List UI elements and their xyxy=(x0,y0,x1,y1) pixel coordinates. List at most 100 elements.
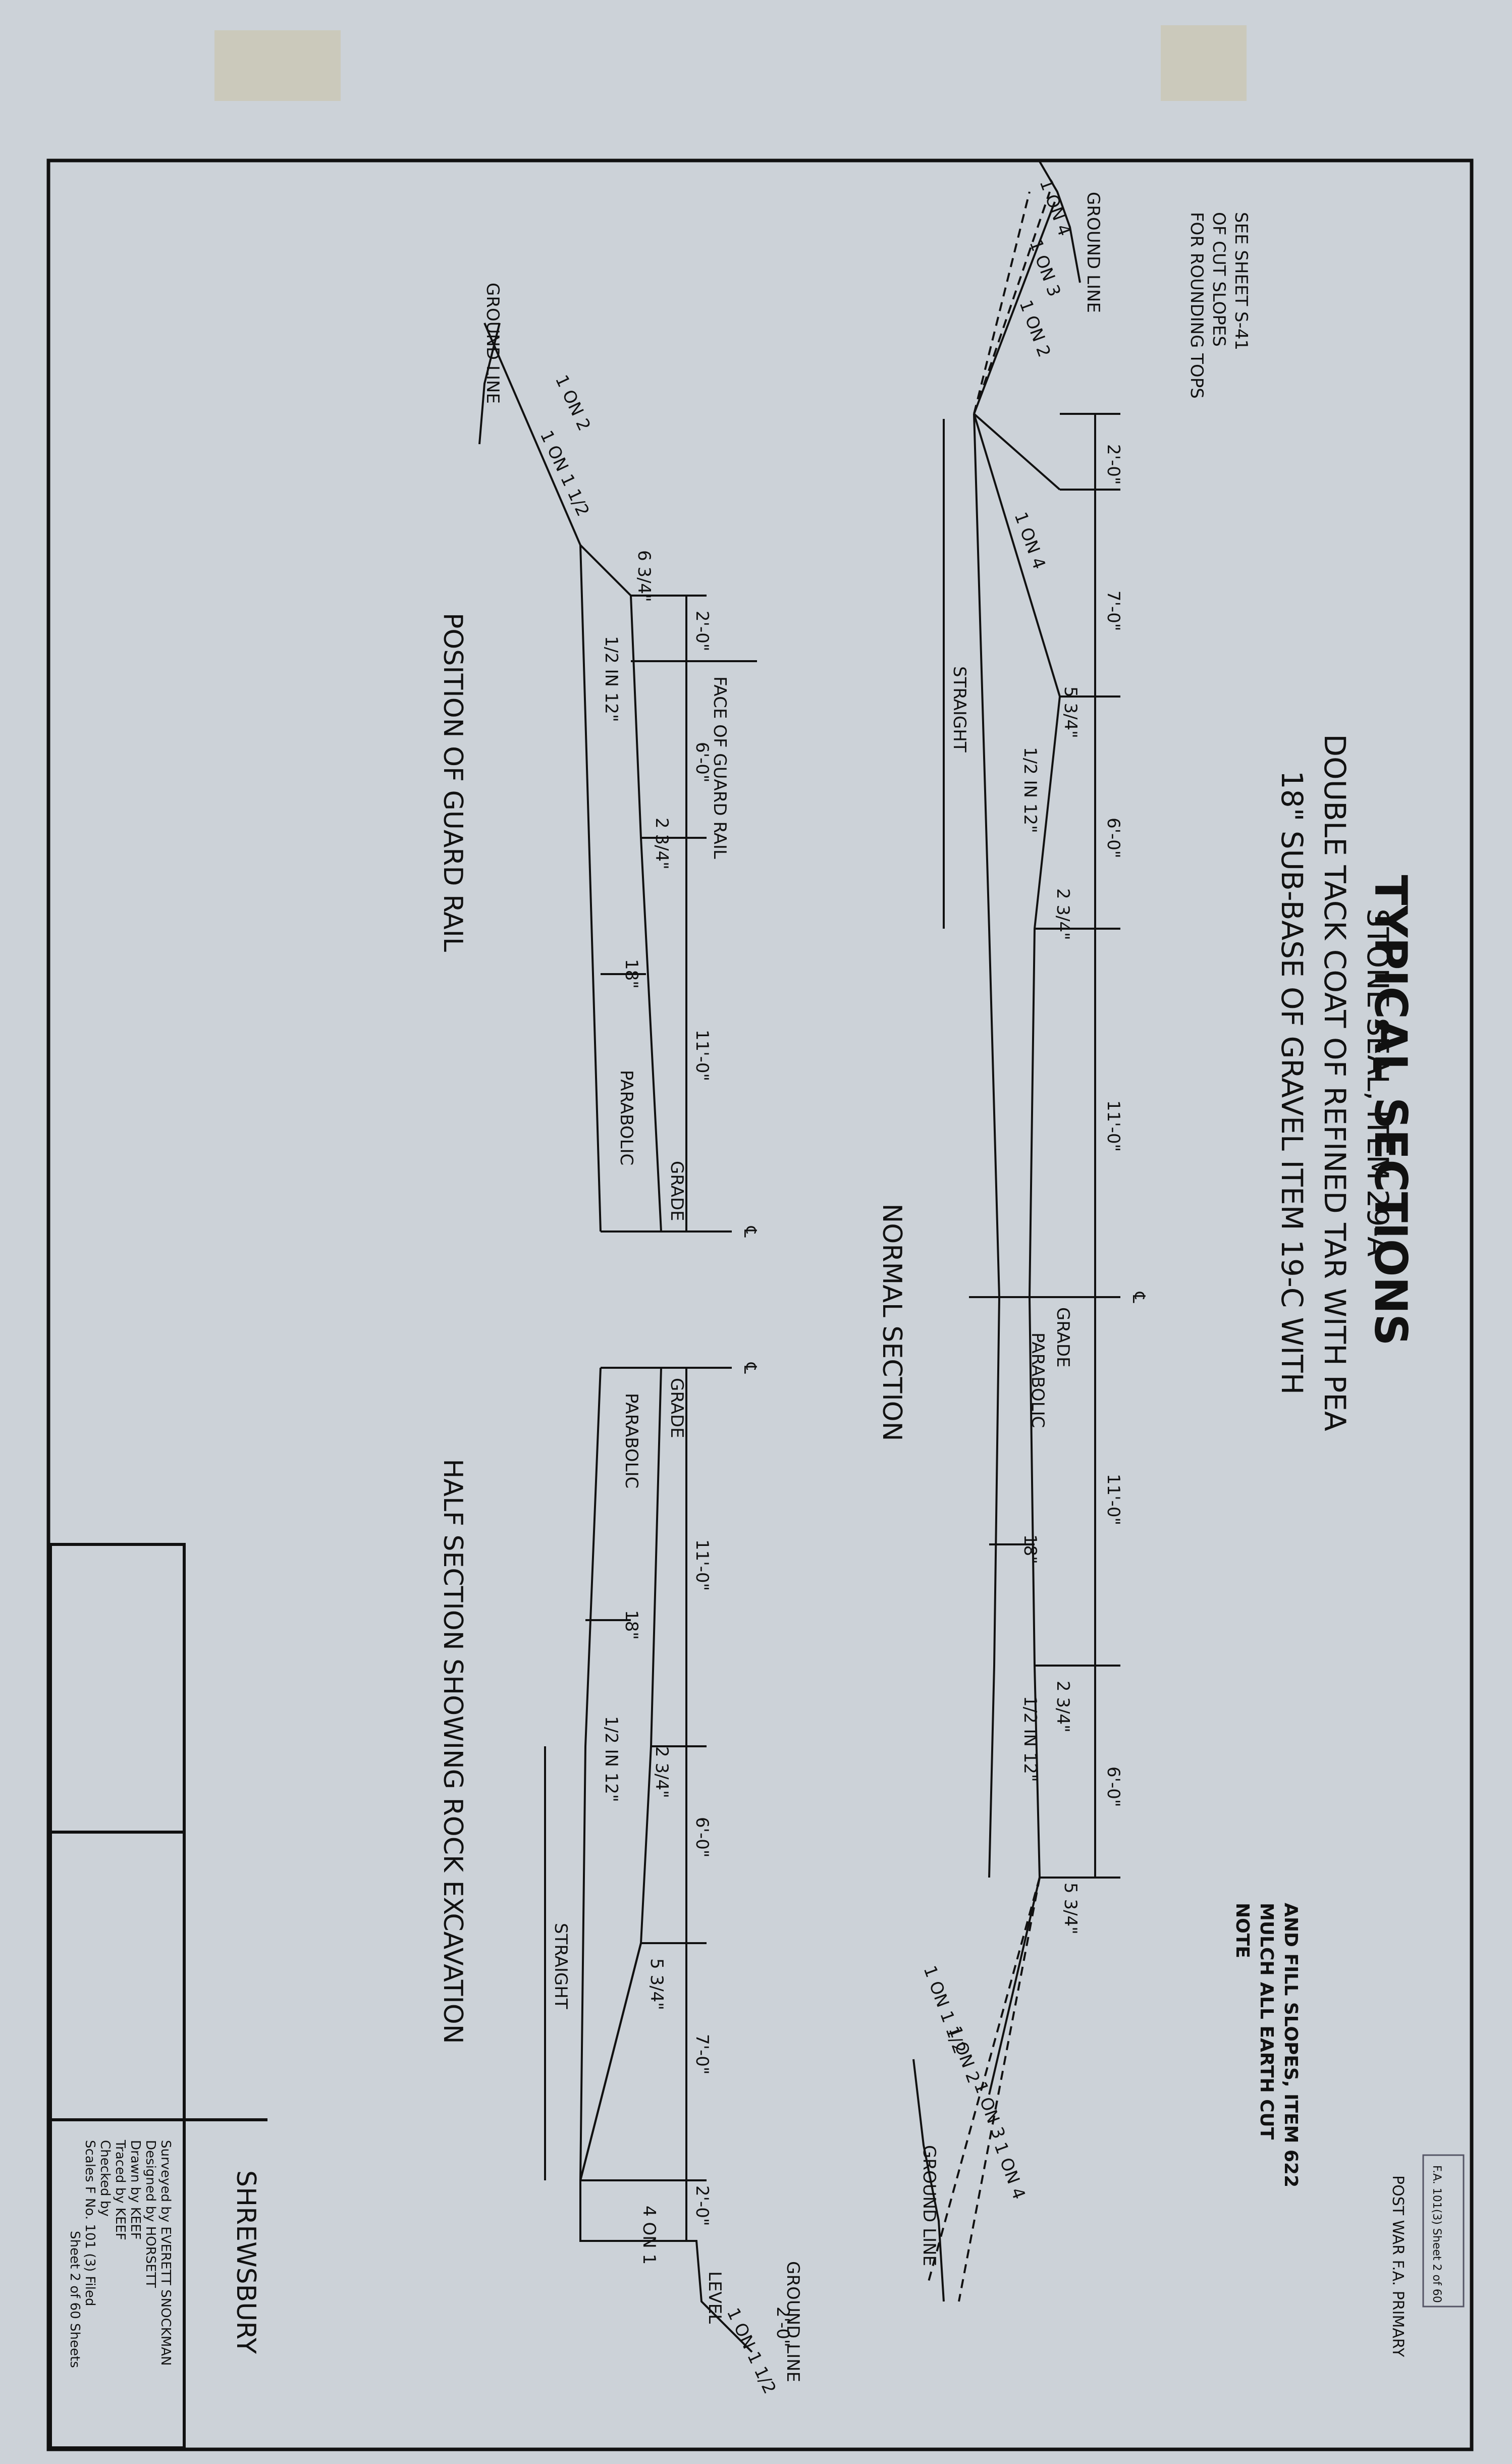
sheet-count: Sheet 2 of 60 Sheets xyxy=(67,2231,82,2368)
tape-mark xyxy=(214,30,341,101)
parabolic-label: PARABOLIC xyxy=(1028,1332,1048,1428)
rounding-note-line-2: OF CUT SLOPES xyxy=(1209,212,1229,347)
ground-line-label: GROUND LINE xyxy=(783,2261,803,2382)
dim-11ft: 11'-0" xyxy=(1103,1474,1123,1525)
rock-base-line xyxy=(579,1367,602,2181)
normal-top-surface xyxy=(973,413,1061,1878)
curb-label: 2 3/4" xyxy=(652,818,672,870)
dim-2ft: 2'-0" xyxy=(1103,444,1123,485)
rock-section-title: HALF SECTION SHOWING ROCK EXCAVATION xyxy=(438,1459,468,2044)
guard-rail-section-title: POSITION OF GUARD RAIL xyxy=(438,613,468,952)
rounding-note-line-3: SEE SHEET S-41 xyxy=(1231,212,1251,350)
curb-label: 2 3/4" xyxy=(1053,888,1073,940)
crown-label: 1/2 IN 12" xyxy=(601,1716,621,1802)
slope-label-1on2: 1 ON 2 xyxy=(551,372,595,434)
normal-cut-slope xyxy=(973,201,1056,414)
depth-label: 18" xyxy=(1020,1534,1040,1564)
dim-7ft: 7'-0" xyxy=(692,2034,712,2075)
rounding-note-line-1: FOR ROUNDING TOPS xyxy=(1186,212,1207,399)
slope-label-1on4: 1 ON 4 xyxy=(990,2139,1030,2202)
title-block-frame xyxy=(49,1543,186,2449)
normal-ground-line-left xyxy=(1039,160,1081,283)
slope-label-1on3: 1 ON 3 xyxy=(1025,237,1065,299)
face-of-guard-rail-label: FACE OF GUARD RAIL xyxy=(710,676,730,859)
drawn-by: Drawn by KEEF xyxy=(128,2140,143,2240)
dim-2ft: 2'-0" xyxy=(692,611,712,652)
normal-cut-slope-dashed xyxy=(973,191,1031,414)
normal-fill-slope-dashed xyxy=(928,1877,1041,2282)
drawing-title: TYPICAL SECTIONS xyxy=(1365,875,1417,1346)
title-block-text: SHREWSBURY Surveyed by EVERETT SNOCKMAN … xyxy=(67,2139,261,2368)
dim-6ft: 6'-0" xyxy=(1103,818,1123,859)
centerline-symbol: ℄ xyxy=(1128,1292,1149,1303)
spec-line-2: DOUBLE TACK COAT OF REFINED TAR WITH PEA xyxy=(1318,734,1352,1431)
stamp-frame xyxy=(1422,2154,1465,2308)
crown-label: 1/2 IN 12" xyxy=(1020,1696,1040,1782)
curb-label: 5 3/4" xyxy=(646,1958,667,2010)
parabolic-label: PARABOLIC xyxy=(616,1070,636,1165)
centerline-symbol: ℄ xyxy=(740,1362,760,1374)
note-heading: NOTE xyxy=(1232,1903,1253,1958)
depth-label: 18" xyxy=(621,959,641,989)
dim-11ft: 11'-0" xyxy=(692,1030,712,1081)
straight-label: STRAIGHT xyxy=(949,666,969,753)
dim-2ft: 2'-0" xyxy=(692,2185,712,2226)
rounding-note-group: FOR ROUNDING TOPS OF CUT SLOPES SEE SHEE… xyxy=(1186,212,1251,399)
grade-label: GRADE xyxy=(667,1161,687,1221)
slope-label-1on3: 1 ON 3 xyxy=(970,2079,1009,2141)
title-block xyxy=(49,1543,267,2449)
ground-line-label: GROUND LINE xyxy=(482,283,503,404)
note-line-1: MULCH ALL EARTH CUT xyxy=(1256,1903,1277,2140)
slope-label-4on1: 4 ON 1 xyxy=(639,2206,659,2265)
normal-base-line xyxy=(973,413,1001,1878)
surveyed-by: Surveyed by EVERETT SNOCKMAN xyxy=(158,2140,173,2366)
traced-by: Traced by KEEF xyxy=(113,2139,128,2240)
normal-section-title: NORMAL SECTION xyxy=(877,1204,907,1441)
stamp-program: POST WAR F.A. PRIMARY xyxy=(1389,2175,1407,2358)
designed-by: Designed by HORSETT xyxy=(143,2140,158,2288)
guard-rail-ground-line xyxy=(478,323,501,445)
curb-label: 6 3/4" xyxy=(634,550,654,602)
dim-6ft: 6'-0" xyxy=(692,742,712,783)
parabolic-label: PARABOLIC xyxy=(621,1393,641,1488)
dim-6ft: 6'-0" xyxy=(692,1817,712,1858)
ground-line-label: GROUND LINE xyxy=(919,2145,939,2266)
guard-rail-slope xyxy=(483,323,581,546)
straight-label: STRAIGHT xyxy=(551,1923,571,2009)
scales-and-number: Scales F No. 101 (3) Filed xyxy=(82,2140,97,2306)
spec-line-3: STONE SEAL, ITEM 29-A xyxy=(1361,908,1395,1257)
dim-6ft: 6'-0" xyxy=(1103,1766,1123,1807)
normal-fill-slope xyxy=(988,1877,1041,2095)
project-stamp: F.A. 101(3) Sheet 2 of 60 POST WAR F.A. … xyxy=(1389,2154,1465,2358)
stamp-project: F.A. 101(3) Sheet 2 of 60 xyxy=(1430,2165,1443,2303)
note-line-2: AND FILL SLOPES, ITEM 622 xyxy=(1280,1903,1301,2187)
spec-line-1: 18" SUB-BASE OF GRAVEL ITEM 19-C WITH xyxy=(1275,771,1309,1395)
depth-label: 18" xyxy=(621,1610,641,1640)
dim-2ft: 2'-0" xyxy=(773,2307,793,2347)
centerline-symbol: ℄ xyxy=(740,1226,760,1238)
sheet-border xyxy=(46,158,1474,2451)
dim-7ft: 7'-0" xyxy=(1103,591,1123,631)
section-titles: NORMAL SECTION POSITION OF GUARD RAIL HA… xyxy=(438,613,907,2044)
dim-11ft: 11'-0" xyxy=(692,1539,712,1591)
rock-cut-face xyxy=(579,2180,753,2353)
rock-section-drawing xyxy=(544,1367,753,2353)
slope-label-1on2: 1 ON 2 xyxy=(1015,297,1055,360)
guard-rail-drawing xyxy=(478,323,757,1233)
title-group: TYPICAL SECTIONS xyxy=(1365,875,1417,1346)
checked-by: Checked by xyxy=(97,2140,113,2217)
normal-cut-slope-dashed xyxy=(973,191,1051,414)
slope-label-1on1half: 1 ON 1 1/2 xyxy=(536,427,593,519)
crown-label: 1/2 IN 12" xyxy=(601,636,621,722)
normal-section-drawing xyxy=(912,160,1120,2302)
slope-label-1on4: 1 ON 4 xyxy=(1036,176,1075,239)
normal-fill-slope-dashed xyxy=(958,1877,1041,2302)
grade-label: GRADE xyxy=(667,1378,687,1438)
curb-label: 2 3/4" xyxy=(1053,1681,1073,1733)
curb-label: 5 3/4" xyxy=(1060,686,1081,738)
curb-label: 5 3/4" xyxy=(1060,1883,1081,1935)
normal-left-slope xyxy=(973,413,1061,491)
slope-label-1on1half: 1 ON 1 1/2 xyxy=(723,2305,780,2397)
